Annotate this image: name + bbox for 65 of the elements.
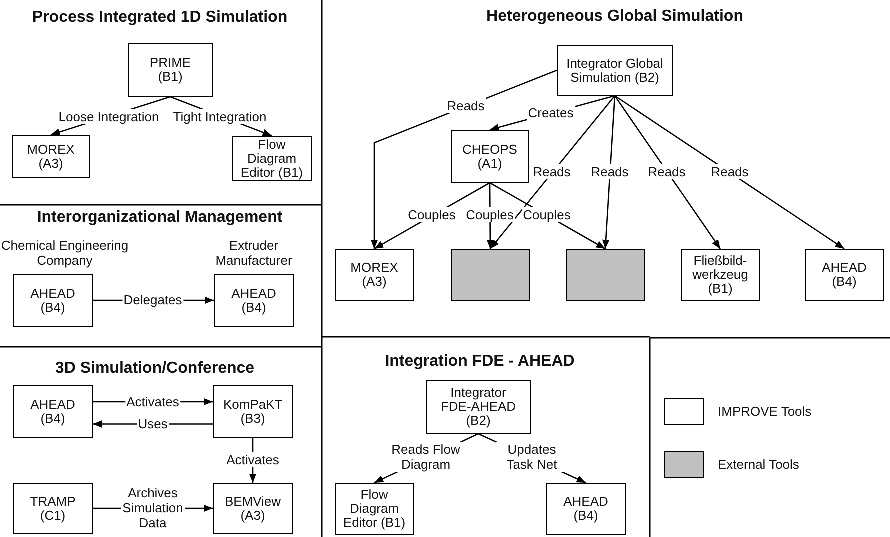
edge-label: Creates xyxy=(527,106,575,120)
edge-label: Activates xyxy=(226,452,280,468)
tool-box xyxy=(335,249,414,301)
tool-name: PRIME (B1) xyxy=(148,56,192,84)
tool-box xyxy=(557,45,673,96)
external-tool-box xyxy=(451,249,530,301)
tool-box xyxy=(13,274,93,327)
tool-box xyxy=(214,274,294,327)
edge-label: Couples xyxy=(407,208,457,222)
tool-name: AHEAD (B4) xyxy=(821,261,868,289)
tool-name: AHEAD (B4) xyxy=(230,286,278,314)
edge-label: Loose Integration xyxy=(58,110,160,124)
tool-box xyxy=(213,385,293,438)
tool-name: Fließbild-werkzeug (B1) xyxy=(692,254,750,296)
edge-label: Couples xyxy=(465,208,515,222)
tool-name: AHEAD (B4) xyxy=(30,398,76,426)
organization-label: Chemical Engineering Company xyxy=(0,238,130,268)
tool-name: BEMView (A3) xyxy=(224,494,282,522)
section-heading: Process Integrated 1D Simulation xyxy=(32,9,288,27)
tool-name: AHEAD (B4) xyxy=(30,286,76,314)
tool-box xyxy=(12,135,90,178)
tool-name: Integrator Global Simulation (B2) xyxy=(566,56,664,84)
tool-name: MOREX (A3) xyxy=(26,142,76,170)
arrow xyxy=(490,96,616,250)
external-tool-box xyxy=(566,249,645,301)
edge-label: Uses xyxy=(137,416,169,432)
organization-label: Extruder Manufacturer xyxy=(214,238,294,268)
tool-box xyxy=(681,249,760,301)
edge-label: Activates xyxy=(126,394,180,410)
tool-box xyxy=(232,136,312,181)
edge-label: Reads xyxy=(710,164,750,180)
legend-label: External Tools xyxy=(718,457,800,472)
tool-box xyxy=(335,483,414,535)
edge-label: Reads xyxy=(647,164,687,180)
edge-label: Reads xyxy=(532,164,572,180)
edge-label: Archives Simulation Data xyxy=(121,486,185,530)
arrow xyxy=(602,96,616,250)
edge-label: Reads xyxy=(446,98,486,114)
tool-box xyxy=(805,249,884,301)
section-heading: 3D Simulation/Conference xyxy=(55,360,255,378)
tool-name: Flow Diagram Editor (B1) xyxy=(240,138,304,180)
tool-box xyxy=(213,483,293,534)
section-heading: Interorganizational Management xyxy=(37,209,283,227)
tool-name: TRAMP (C1) xyxy=(29,494,77,522)
tool-box xyxy=(13,385,93,438)
section-heading: Heterogeneous Global Simulation xyxy=(486,8,744,26)
legend-label: IMPROVE Tools xyxy=(718,404,812,419)
arrow xyxy=(614,95,845,250)
tool-box xyxy=(451,130,529,183)
edge-label: Couples xyxy=(522,208,572,222)
tool-name: MOREX (A3) xyxy=(350,261,400,289)
edge-label: Reads xyxy=(590,164,630,180)
tool-box xyxy=(426,380,531,434)
tool-box xyxy=(128,43,213,97)
tool-name: KomPaKT (B3) xyxy=(224,398,283,426)
tool-name: Integrator FDE-AHEAD (B2) xyxy=(440,386,518,428)
arrow xyxy=(614,96,722,250)
tool-box xyxy=(13,483,93,534)
edge-label: Tight Integration xyxy=(172,110,268,124)
section-heading: Integration FDE - AHEAD xyxy=(385,353,575,371)
tool-name: AHEAD (B4) xyxy=(562,495,610,523)
edge-label: Delegates xyxy=(122,292,184,308)
tool-box xyxy=(546,483,626,535)
tool-name: CHEOPS (A1) xyxy=(462,142,518,170)
tool-name: Flow Diagram Editor (B1) xyxy=(342,488,407,530)
